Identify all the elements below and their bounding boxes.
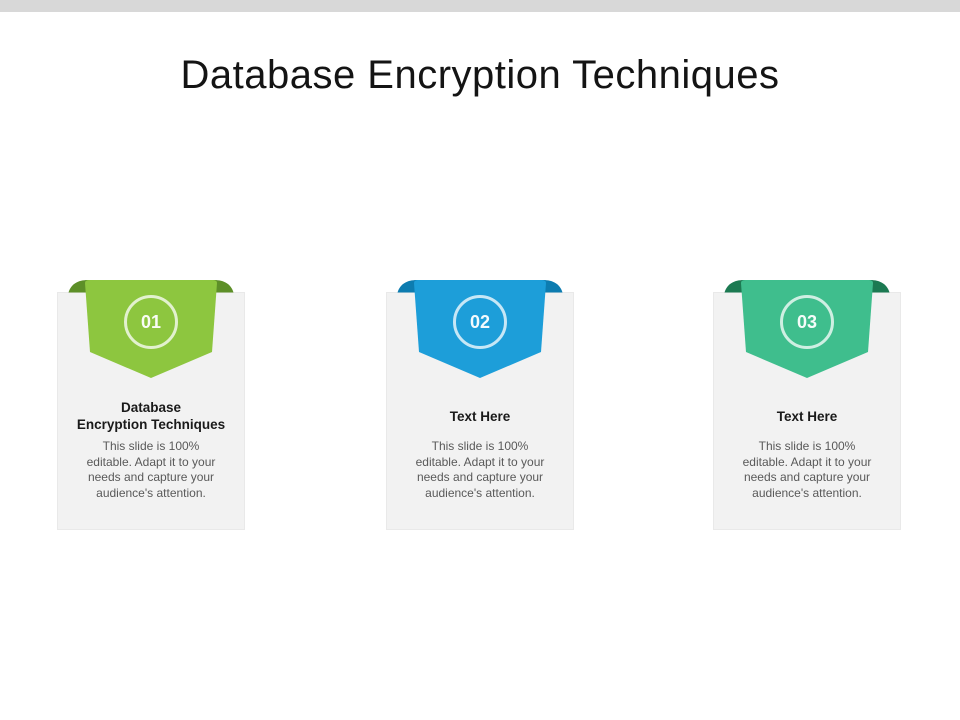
slide-title: Database Encryption Techniques [180,52,780,97]
step-number: 01 [140,311,162,332]
ribbon-banner: 01 [68,280,234,378]
card-body-text: This slide is 100% editable. Adapt it to… [415,439,545,500]
ribbon-banner: 02 [397,280,563,378]
card-3: 03 Text Here This slide is 100% editable… [713,280,901,530]
card-heading: Text Here [449,408,511,424]
top-bar [0,0,960,12]
card-body-text: This slide is 100% editable. Adapt it to… [742,439,872,500]
card-2: 02 Text Here This slide is 100% editable… [386,280,574,530]
number-badge: 02 [453,295,507,349]
ribbon-banner: 03 [724,280,890,378]
card-heading: Text Here [776,408,838,424]
card-heading: Database Encryption Techniques [76,400,226,432]
number-badge: 03 [780,295,834,349]
card-1: 01 Database Encryption Techniques This s… [57,280,245,530]
card-body-text: This slide is 100% editable. Adapt it to… [86,439,216,500]
number-badge: 01 [124,295,178,349]
step-number: 02 [469,311,491,332]
step-number: 03 [796,311,818,332]
